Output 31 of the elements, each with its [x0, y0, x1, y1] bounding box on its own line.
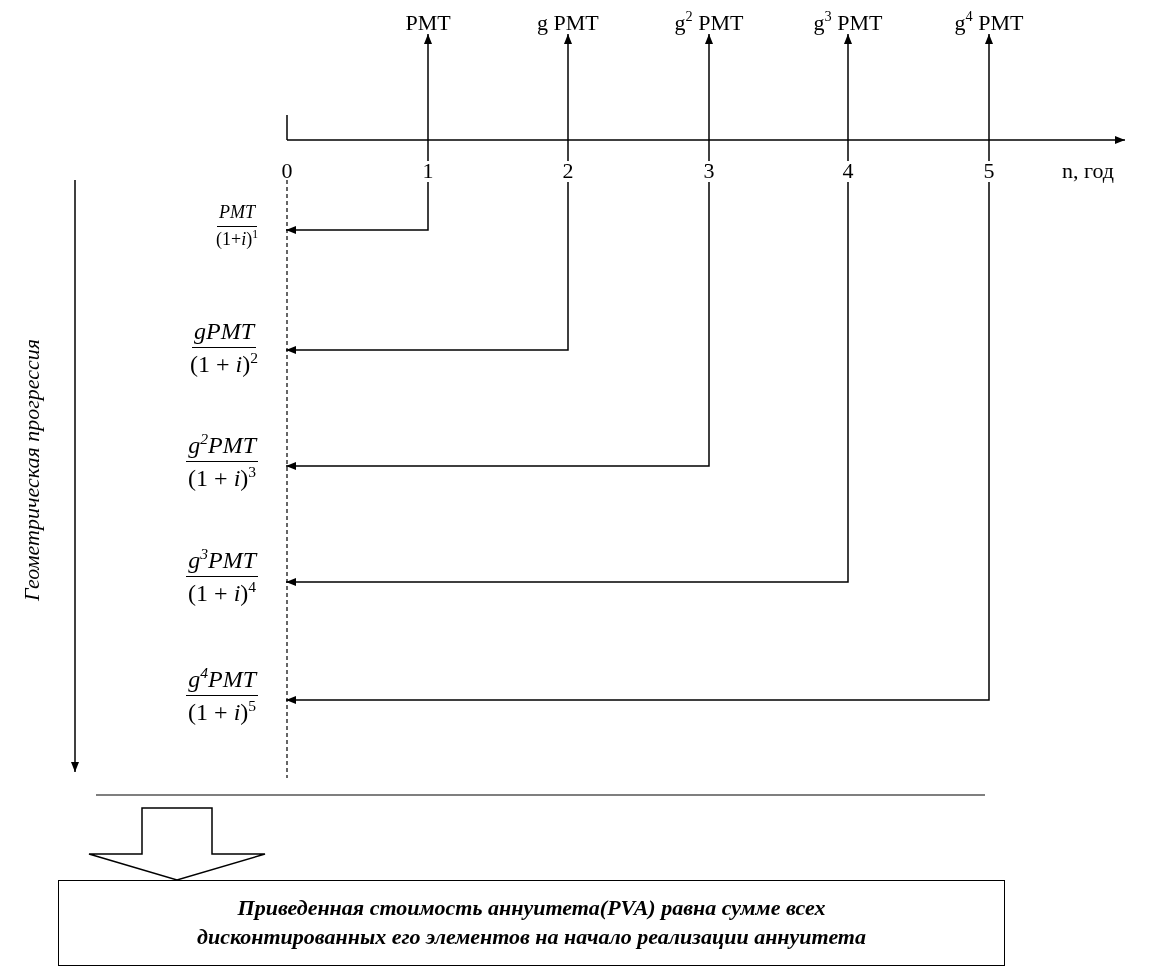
payment-label: g$^{2}$ PMT — [674, 12, 744, 34]
conclusion-box — [58, 880, 1005, 966]
period-number: 3 — [703, 160, 715, 182]
arrow — [424, 33, 432, 162]
payment-label: g$^{4}$ PMT — [954, 12, 1024, 34]
arrow — [564, 33, 572, 162]
period-number: 5 — [983, 160, 995, 182]
fraction-formula: g$^{4}$PMT (1 + i)$^{5}$ — [100, 666, 286, 726]
arrow — [705, 33, 713, 162]
payment-label: g$^{3}$ PMT — [813, 12, 883, 34]
arrow — [285, 181, 849, 586]
fraction-formula: g$^{3}$PMT (1 + i)$^{4}$ — [100, 547, 286, 607]
block-arrow — [88, 807, 266, 881]
fraction-formula: PMT (1+i)$^{1}$ — [150, 203, 286, 250]
arrow — [985, 33, 993, 162]
fraction-formula: g$^{2}$PMT (1 + i)$^{3}$ — [100, 432, 286, 492]
period-number: 0 — [281, 160, 293, 182]
period-number: 1 — [422, 160, 434, 182]
axis-label: Геометрическая прогрессия — [20, 339, 43, 601]
fraction-formula: gPMT (1 + i)$^{2}$ — [100, 318, 286, 378]
payment-label: g PMT — [537, 12, 599, 34]
arrow — [285, 181, 429, 234]
payment-label: PMT — [405, 12, 451, 34]
arrow — [285, 181, 990, 704]
period-number: 4 — [842, 160, 854, 182]
period-number: 2 — [562, 160, 574, 182]
arrow — [844, 33, 852, 162]
axis-label: n, год — [1062, 160, 1115, 182]
arrow — [285, 181, 569, 354]
arrow — [285, 181, 710, 470]
conclusion-text: Приведенная стоимость аннуитета(PVA) равна сумме всех дисконтированных его элементов на начало реализации аннуитета — [196, 894, 867, 951]
